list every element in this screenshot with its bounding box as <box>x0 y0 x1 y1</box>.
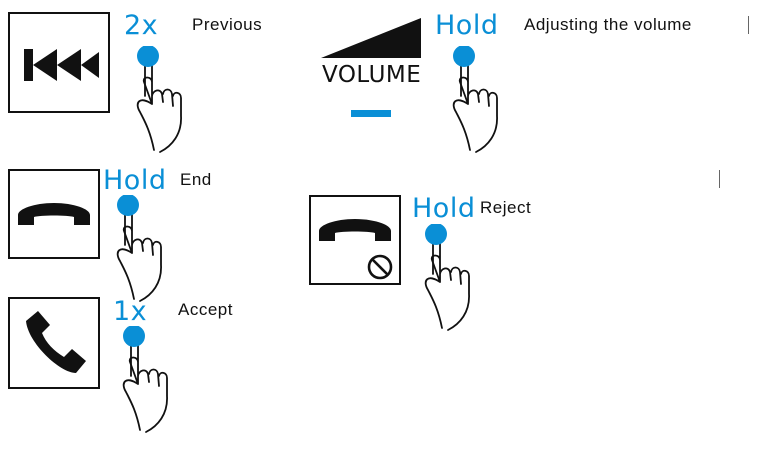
reject-icon-box <box>309 195 401 285</box>
previous-icon-box <box>8 12 110 113</box>
accept-label: Accept <box>178 300 233 319</box>
hold-hand-icon <box>116 195 162 302</box>
previous-gesture: 2x <box>124 10 159 41</box>
previous-label: Previous <box>192 15 263 34</box>
phone-handset-icon <box>26 311 86 373</box>
volume-minus-bar <box>351 110 391 117</box>
skip-previous-icon <box>24 49 99 81</box>
accept-gesture: 1x <box>113 296 148 327</box>
tap-hand-icon <box>122 326 168 433</box>
reject-call-icon <box>319 219 393 280</box>
volume-ramp-icon <box>321 18 421 58</box>
accept-icon-box <box>8 297 100 389</box>
reject-gesture: Hold <box>412 193 476 224</box>
end-gesture: Hold <box>103 165 167 196</box>
volume-gesture: Hold <box>435 10 499 41</box>
hold-hand-icon <box>424 224 470 331</box>
end-label: End <box>180 170 212 189</box>
tap-hand-icon <box>136 46 182 153</box>
divider-mark <box>719 170 720 188</box>
hang-up-icon <box>18 203 90 225</box>
end-icon-box <box>8 169 100 259</box>
reject-label: Reject <box>480 198 532 217</box>
divider-mark <box>748 16 749 34</box>
volume-icon-text: VOLUME <box>322 62 422 88</box>
hold-hand-icon <box>452 46 498 153</box>
volume-label: Adjusting the volume <box>524 15 692 34</box>
